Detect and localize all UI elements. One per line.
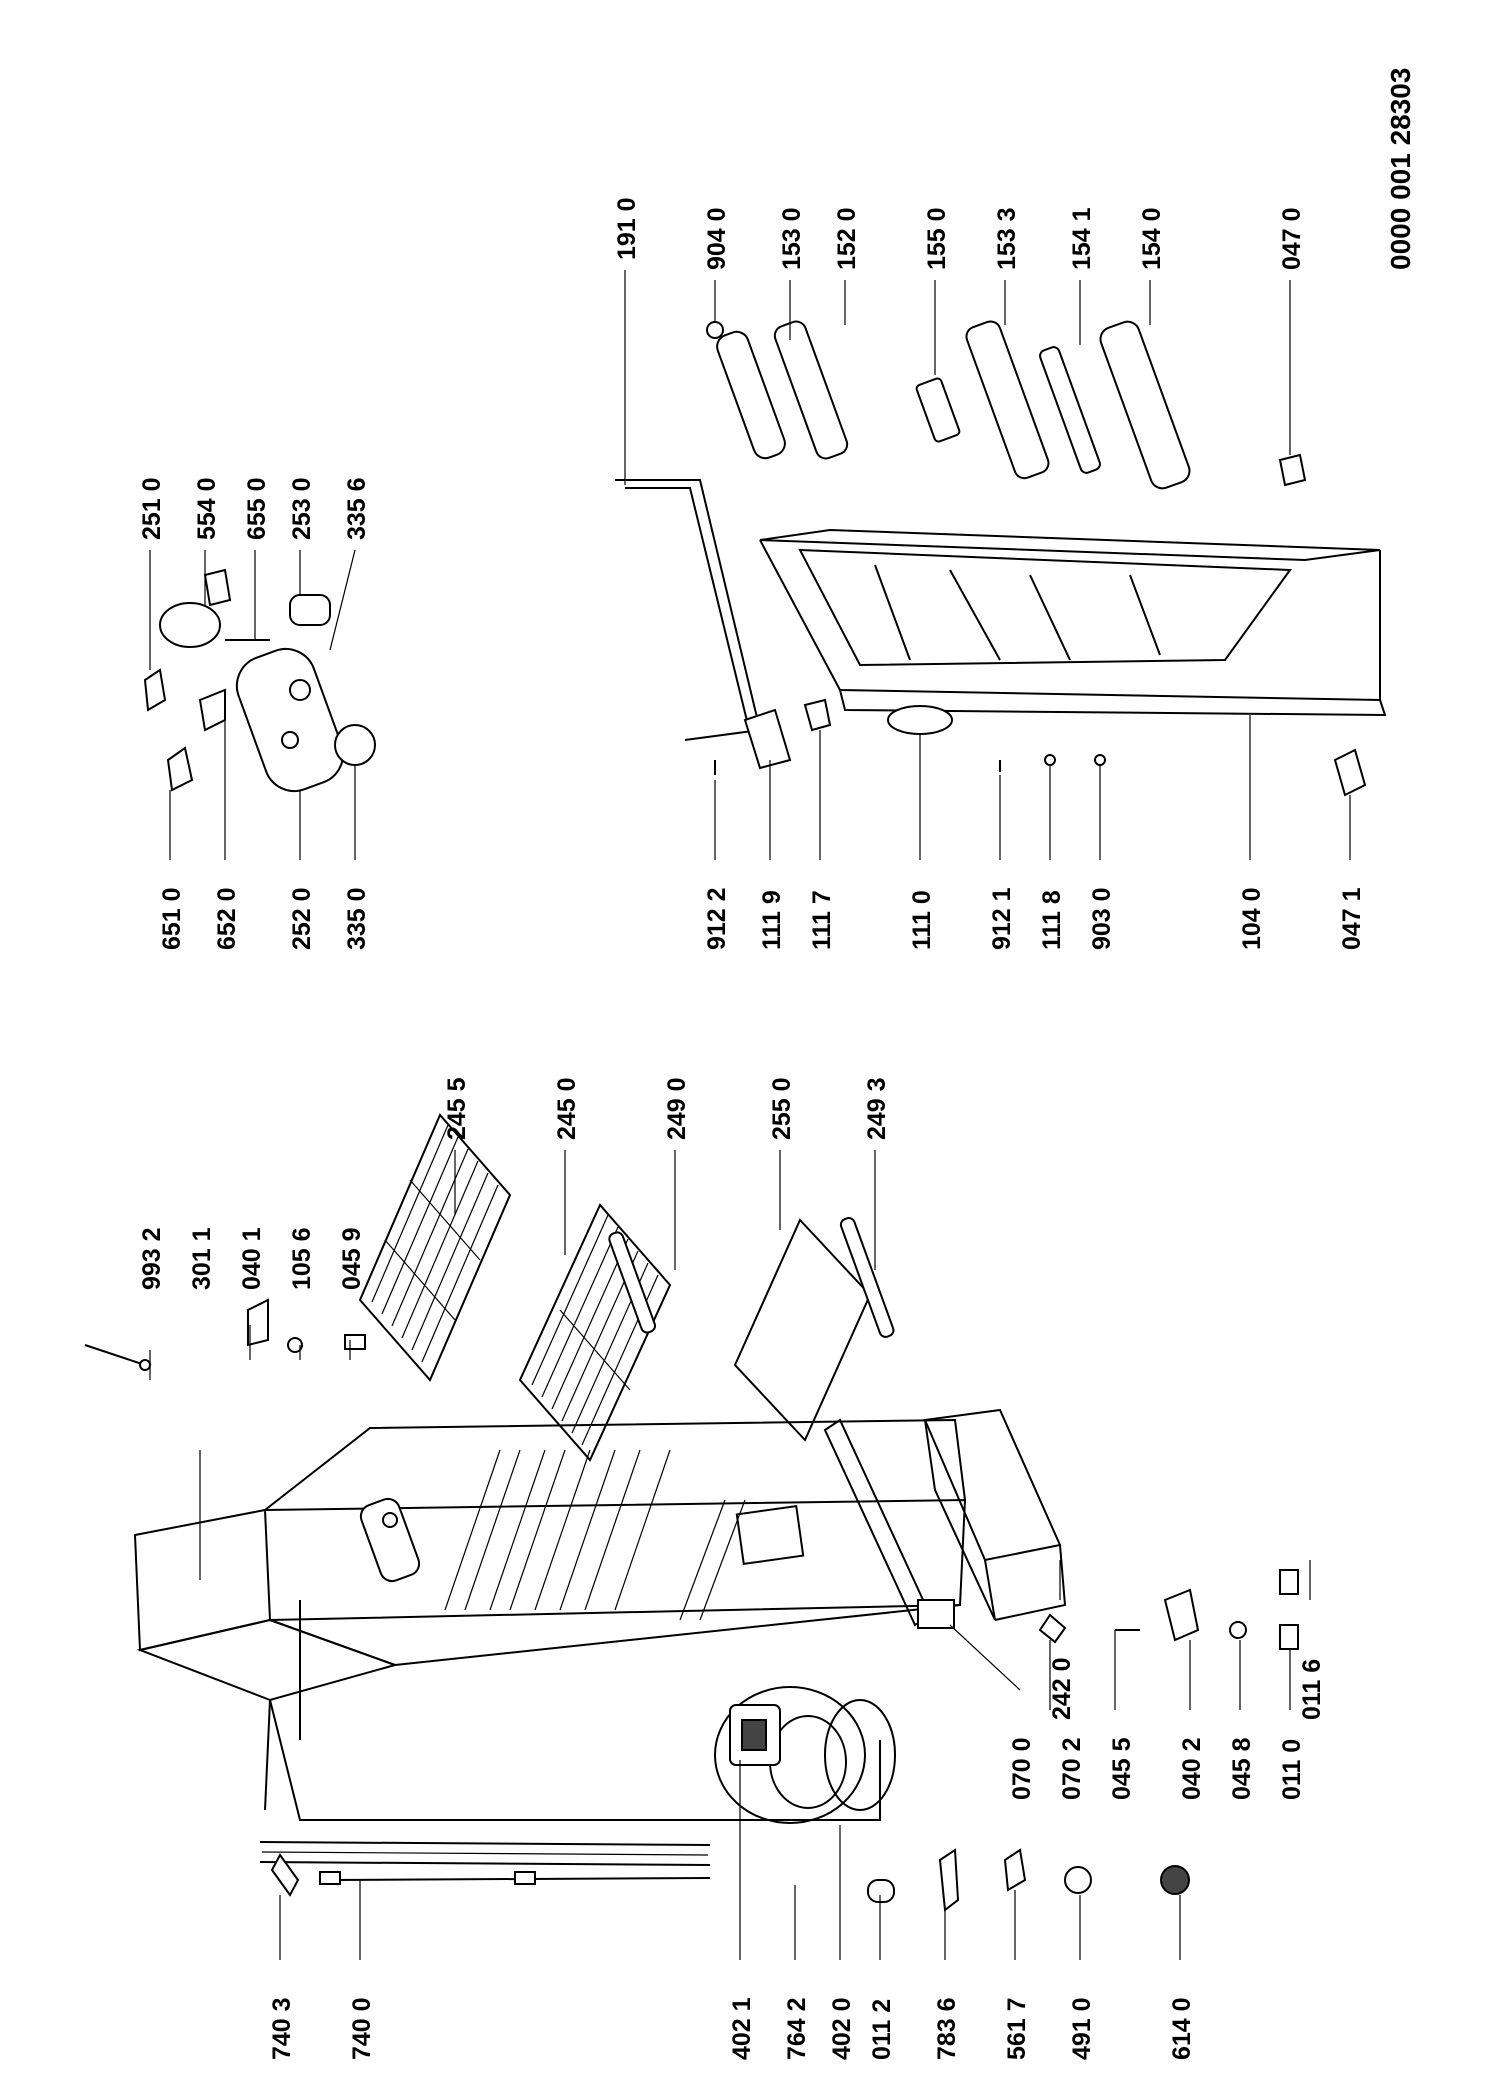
label-912-1: 912 1 <box>988 887 1016 950</box>
crisper-drawer <box>923 1408 1062 1562</box>
label-651-0: 651 0 <box>158 887 186 950</box>
label-251-0: 251 0 <box>138 477 166 540</box>
wire-part <box>84 1344 146 1366</box>
cabinet-drawing <box>133 1418 967 1897</box>
label-011-2: 011 2 <box>868 1999 896 2060</box>
label-047-1: 047 1 <box>1338 887 1366 950</box>
drawing-number: 0000 001 28303 <box>1385 68 1416 270</box>
clip-part <box>938 1848 960 1912</box>
label-335-0: 335 0 <box>343 887 371 950</box>
door-bin-1 <box>716 330 786 460</box>
label-154-0: 154 0 <box>1138 207 1166 270</box>
label-245-5: 245 5 <box>443 1077 471 1140</box>
door-bin-3 <box>965 320 1050 480</box>
label-249-3: 249 3 <box>863 1077 891 1140</box>
label-111-7: 111 7 <box>808 890 836 950</box>
label-740-0: 740 0 <box>348 1997 376 2060</box>
label-154-1: 154 1 <box>1068 207 1096 270</box>
stopper-part <box>1064 1866 1092 1894</box>
door-part-labels: 651 0 652 0 252 0 335 0 251 0 554 0 655 … <box>138 197 1366 950</box>
label-252-0: 252 0 <box>288 887 316 950</box>
knob-part <box>867 1879 895 1903</box>
label-904-0: 904 0 <box>703 207 731 270</box>
label-111-8: 111 8 <box>1038 890 1066 950</box>
bolt-part-2 <box>1279 1624 1299 1650</box>
label-652-0: 652 0 <box>213 887 241 950</box>
label-040-1: 040 1 <box>238 1227 266 1290</box>
ring-part <box>287 1337 303 1353</box>
label-040-2: 040 2 <box>1178 1737 1206 1800</box>
thermostat-drawing <box>143 568 376 793</box>
label-402-0: 402 0 <box>828 1997 856 2060</box>
door-bin-2 <box>773 320 849 460</box>
door-bin-rail <box>1039 346 1101 474</box>
label-783-6: 783 6 <box>933 1997 961 2060</box>
bracket-part <box>247 1298 269 1347</box>
label-152-0: 152 0 <box>833 207 861 270</box>
label-242-0: 242 0 <box>1048 1657 1076 1720</box>
label-740-3: 740 3 <box>268 1997 296 2060</box>
label-155-0: 155 0 <box>923 207 951 270</box>
label-554-0: 554 0 <box>193 477 221 540</box>
label-903-0: 903 0 <box>1088 887 1116 950</box>
label-764-2: 764 2 <box>783 1997 811 2060</box>
label-561-7: 561 7 <box>1003 1997 1031 2060</box>
label-153-0: 153 0 <box>778 207 806 270</box>
label-249-0: 249 0 <box>663 1077 691 1140</box>
label-070-0: 070 0 <box>1008 1737 1036 1800</box>
bolt-part <box>1279 1569 1299 1595</box>
screw-part <box>1229 1621 1247 1639</box>
label-655-0: 655 0 <box>243 477 271 540</box>
label-191-0: 191 0 <box>613 197 641 260</box>
label-255-0: 255 0 <box>768 1077 796 1140</box>
label-045-8: 045 8 <box>1228 1737 1256 1800</box>
label-045-5: 045 5 <box>1108 1737 1136 1800</box>
label-301-1: 301 1 <box>188 1227 216 1290</box>
label-105-6: 105 6 <box>288 1227 316 1290</box>
label-111-9: 111 9 <box>758 890 786 950</box>
gear-part <box>1160 1865 1190 1895</box>
label-335-6: 335 6 <box>343 477 371 540</box>
cylinder-part <box>344 1334 366 1350</box>
clip-part-2 <box>1038 1613 1067 1644</box>
label-402-1: 402 1 <box>728 1997 756 2060</box>
foot-part <box>1003 1848 1027 1892</box>
small-parts-drawing <box>867 1569 1299 1912</box>
egg-tray <box>915 377 961 443</box>
label-070-2: 070 2 <box>1058 1737 1086 1800</box>
label-011-0: 011 0 <box>1278 1739 1306 1800</box>
label-011-6: 011 6 <box>1298 1659 1326 1720</box>
door-drawing <box>615 320 1387 797</box>
label-153-3: 153 3 <box>993 207 1021 270</box>
label-614-0: 614 0 <box>1168 1997 1196 2060</box>
cap-part <box>706 321 724 339</box>
wire-shelf-upper <box>358 1113 512 1382</box>
label-045-9: 045 9 <box>338 1227 366 1290</box>
label-111-0: 111 0 <box>908 890 936 950</box>
cabinet-part-labels: 993 2 301 1 040 1 105 6 045 9 245 5 245 … <box>138 1077 1326 2060</box>
door-bin-4 <box>1099 320 1191 490</box>
label-104-0: 104 0 <box>1238 887 1266 950</box>
leader-lines <box>149 270 1351 1960</box>
shelf-trim-lower <box>839 1217 895 1338</box>
label-245-0: 245 0 <box>553 1077 581 1140</box>
hinge-part <box>1163 1588 1200 1642</box>
label-993-2: 993 2 <box>138 1227 166 1290</box>
label-912-2: 912 2 <box>703 887 731 950</box>
label-253-0: 253 0 <box>288 477 316 540</box>
shelf-trim-upper <box>608 1231 657 1334</box>
shelves-drawing <box>84 1113 1067 1621</box>
label-491-0: 491 0 <box>1068 1997 1096 2060</box>
glass-shelf <box>733 1218 872 1442</box>
label-047-0: 047 0 <box>1278 207 1306 270</box>
